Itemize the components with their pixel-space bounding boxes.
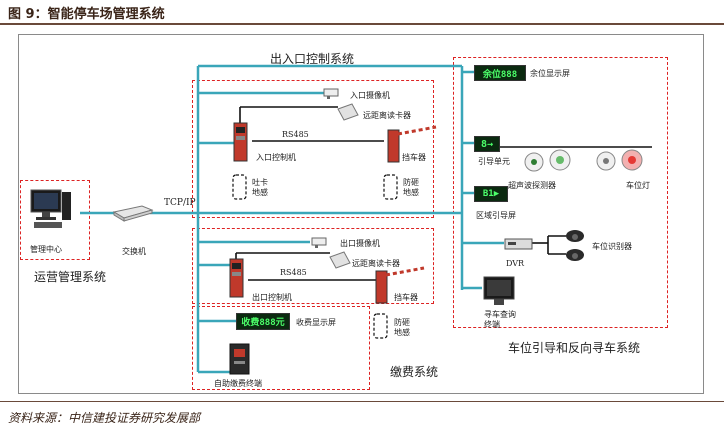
payment-group-box	[192, 306, 370, 390]
anti-smash-loop-top	[383, 174, 398, 200]
guidance-group-box	[453, 57, 668, 328]
spit-card-loop	[232, 174, 247, 200]
dvr-icon	[504, 238, 533, 250]
tcpip-label: TCP/IP	[164, 198, 196, 208]
guide-unit-label: 引导单元	[478, 157, 510, 166]
dvr-label: DVR	[506, 259, 525, 268]
spit-card-label: 吐卡地感	[252, 178, 268, 197]
entry-group-box	[192, 80, 434, 218]
plate-recognizer-icon	[566, 230, 584, 261]
anti-smash-top-label: 防砸地感	[403, 178, 419, 197]
spaces-display-label: 余位显示屏	[530, 69, 570, 78]
find-car-terminal-icon	[483, 276, 515, 305]
section-label-ops: 运营管理系统	[34, 270, 107, 284]
section-label-payment: 缴费系统	[390, 365, 439, 379]
exit-reader-label: 远距离读卡器	[352, 259, 400, 268]
section-label-guidance: 车位引导和反向寻车系统	[508, 341, 641, 355]
rs485-bot-label: RS485	[280, 268, 307, 277]
rs485-top-label: RS485	[282, 130, 309, 139]
exit-camera-label: 出口摄像机	[340, 239, 380, 248]
zone-screen-label: 区域引导屏	[476, 211, 516, 220]
fee-display-label: 收费显示屏	[296, 318, 336, 327]
title-rule	[0, 23, 724, 25]
exit-barrier-icon	[375, 266, 425, 304]
entry-controller-label: 入口控制机	[256, 153, 296, 162]
exit-controller-label: 出口控制机	[252, 293, 292, 302]
switch-label: 交换机	[122, 247, 146, 256]
entry-reader-icon	[337, 103, 359, 121]
footer-rule	[0, 401, 724, 402]
find-car-terminal-label: 寻车查询终端	[484, 310, 516, 329]
exit-controller-icon	[229, 258, 244, 298]
barrier-top-label: 挡车器	[402, 153, 426, 162]
section-label-entry-exit: 出入口控制系统	[270, 52, 355, 66]
entry-camera-icon	[323, 88, 339, 99]
entry-barrier-icon	[387, 125, 437, 163]
self-pay-terminal-icon	[229, 343, 250, 375]
exit-reader-icon	[329, 251, 351, 269]
guide-unit-led: 8→	[474, 136, 500, 152]
switch-icon	[112, 205, 154, 222]
diagram-frame	[18, 34, 704, 394]
space-light-label: 车位灯	[626, 181, 650, 190]
spaces-display-led: 余位888	[474, 65, 526, 81]
ops-group-box	[20, 180, 90, 260]
source-note: 资料来源：中信建投证券研究发展部	[8, 411, 201, 425]
exit-group-box	[192, 228, 434, 304]
computer-icon	[30, 189, 71, 228]
figure-title: 图 9：智能停车场管理系统	[8, 7, 165, 22]
zone-screen-led: B1▶	[474, 186, 508, 202]
mgmt-center-label: 管理中心	[30, 245, 62, 254]
ultrasonic-label: 超声波探测器	[508, 181, 556, 190]
barrier-bot-label: 挡车器	[394, 293, 418, 302]
entry-controller-icon	[233, 122, 248, 162]
space-light-icon	[596, 149, 643, 171]
plate-recognizer-label: 车位识别器	[592, 242, 632, 251]
fee-display-led: 收费888元	[236, 313, 290, 330]
entry-reader-label: 远距离读卡器	[363, 111, 411, 120]
ultrasonic-detector-icon	[524, 149, 571, 172]
anti-smash-bot-label: 防砸地感	[394, 318, 410, 337]
entry-camera-label: 入口摄像机	[350, 91, 390, 100]
exit-camera-icon	[311, 237, 327, 248]
anti-smash-loop-bot	[373, 313, 388, 339]
self-pay-label: 自助缴费终端	[214, 379, 262, 388]
